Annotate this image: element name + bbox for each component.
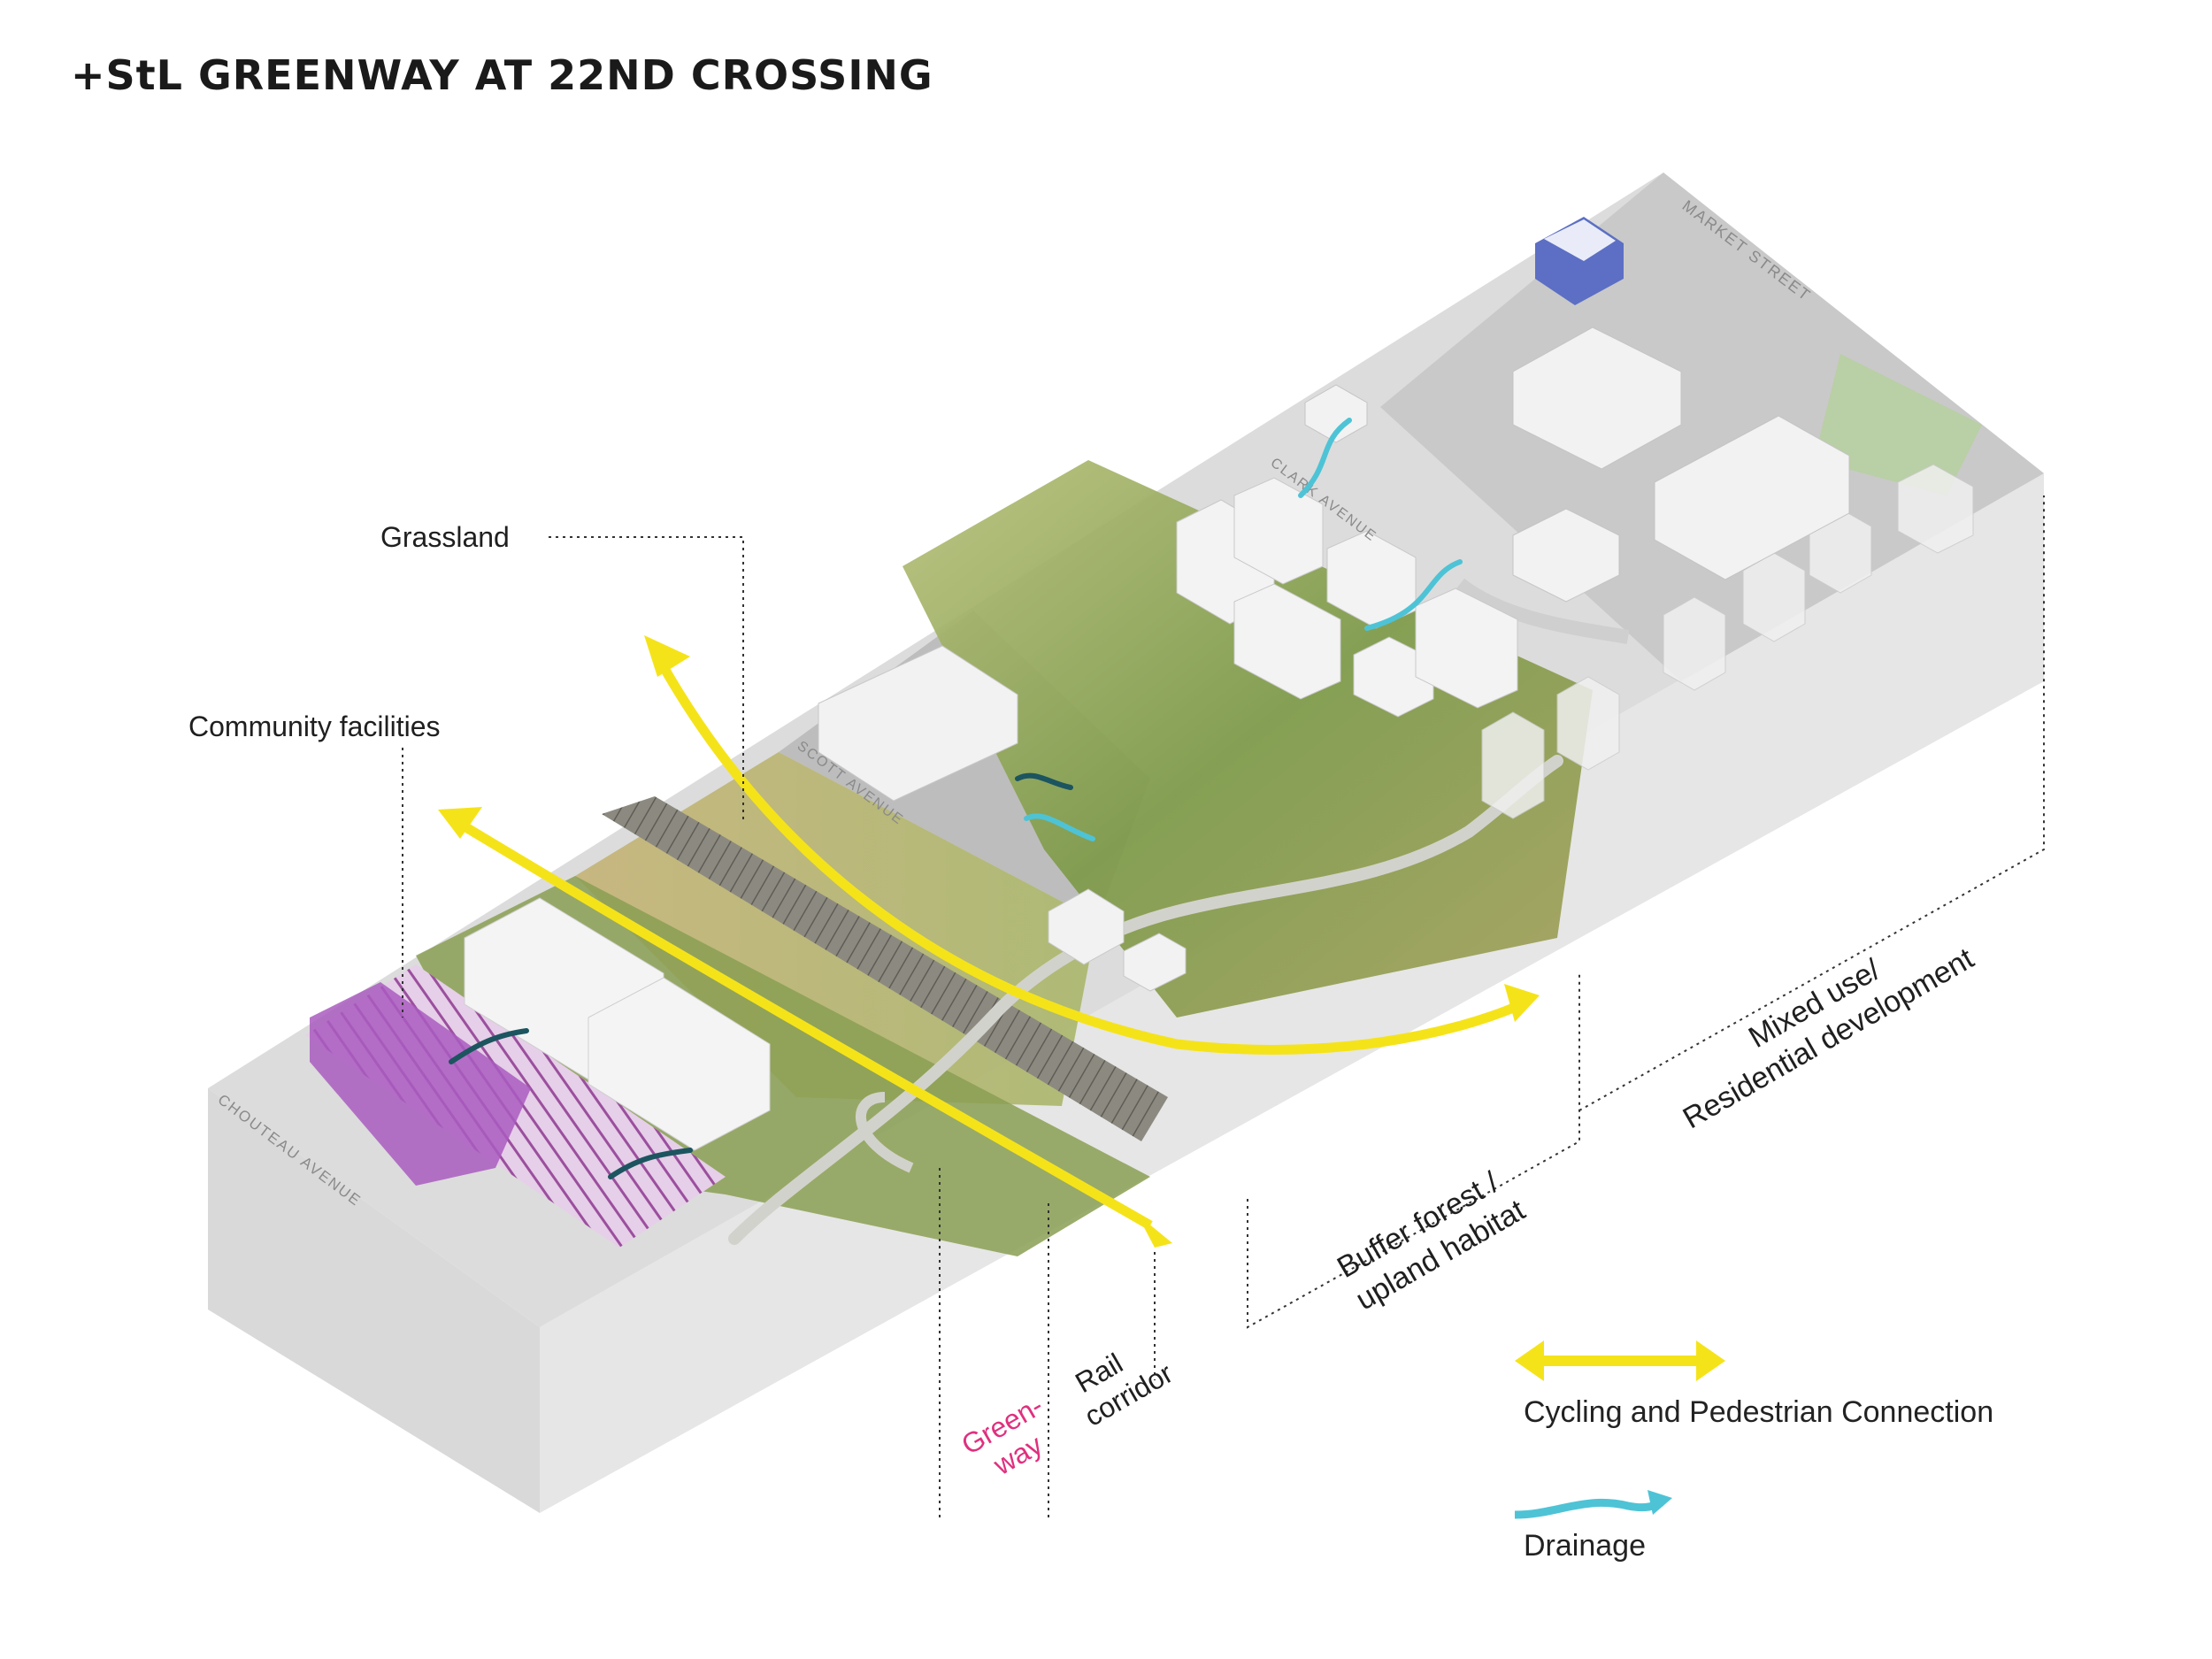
zone-label-rail: Rail corridor [1070, 1347, 1179, 1432]
clark-building-large [1512, 326, 1682, 470]
rail-tracks [602, 796, 1168, 1141]
mixed-use-blocks [1481, 464, 1974, 819]
market-green [1814, 354, 1982, 495]
callout-grassland: Grassland [380, 521, 510, 553]
greenway-path [728, 755, 1563, 1245]
buffer-forest [902, 460, 1593, 1018]
cycling-arrowhead [438, 807, 482, 839]
callout-leaders [402, 495, 2045, 1522]
small-building-b [1123, 933, 1187, 992]
clark-building-small [1512, 508, 1620, 603]
legend-drainage-symbol [1514, 1490, 1672, 1519]
cycling-connections [438, 635, 1540, 1248]
buildings [305, 217, 1974, 1248]
residential-block-5 [1415, 588, 1518, 709]
cycling-arrowhead [1504, 984, 1540, 1022]
market-warehouse [1654, 415, 1850, 580]
residential-block-2 [1233, 477, 1324, 585]
zone-label-mixed: Mixed use/ Residential development [1678, 941, 1980, 1135]
cycling-arrowhead [644, 635, 690, 677]
residential-block-6 [1326, 530, 1417, 629]
legend-cycling-symbol [1515, 1340, 1725, 1381]
legend: Cycling and Pedestrian Connection Draina… [1514, 1340, 1993, 1563]
cycling-arrow-upper [655, 657, 1525, 1055]
parking-garage [1535, 217, 1624, 305]
scott-warehouse [818, 645, 1018, 802]
page-title: +StL GREENWAY AT 22ND CROSSING [71, 51, 933, 99]
community-building [310, 982, 531, 1186]
drainage-arrow [1024, 813, 1095, 841]
small-building-a [1048, 888, 1125, 965]
drainage-arrow [1015, 772, 1073, 790]
cycling-arrowhead [1137, 1214, 1172, 1248]
drainage-arrow [449, 1028, 529, 1064]
residential-block-3 [1233, 583, 1341, 700]
clark-viaduct [1455, 578, 1630, 644]
zone-mixed-line2: Residential development [1678, 941, 1980, 1135]
clark-pavilion [1304, 384, 1368, 443]
cycling-arrow-lower [449, 814, 1153, 1230]
residential-block-4 [1353, 636, 1434, 718]
slab-left-face [208, 1088, 540, 1513]
drainage-arrow [1364, 559, 1463, 631]
legend-drainage-label: Drainage [1524, 1529, 1646, 1563]
drainage-arrow [608, 1148, 693, 1179]
callout-community: Community facilities [188, 710, 441, 742]
drainage-arrows [449, 418, 1463, 1179]
greenway-loop [856, 1092, 914, 1173]
legend-cycling-label: Cycling and Pedestrian Connection [1524, 1395, 1993, 1429]
drainage-arrow [1298, 418, 1352, 498]
